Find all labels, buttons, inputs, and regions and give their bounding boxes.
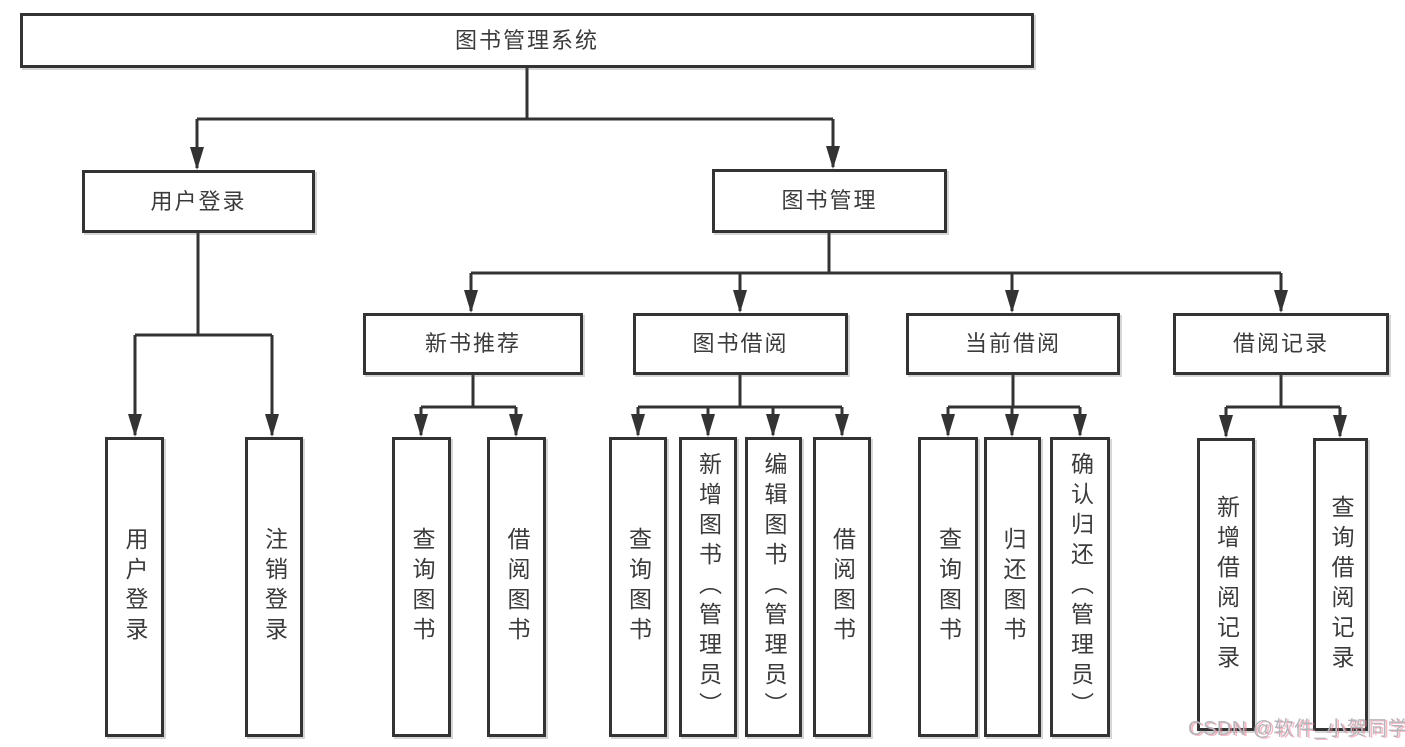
leaf-add-book-admin: 新增图书（管理员） xyxy=(679,437,737,737)
node-new-book-recommend: 新书推荐 xyxy=(363,313,583,375)
node-book-borrow: 图书借阅 xyxy=(633,313,848,375)
leaf-query-borrow-record: 查询借阅记录 xyxy=(1313,438,1368,731)
node-user-login: 用户登录 xyxy=(82,170,315,233)
node-borrow-records: 借阅记录 xyxy=(1173,313,1389,375)
leaf-confirm-return-admin: 确认归还（管理员） xyxy=(1050,437,1110,737)
leaf-add-borrow-record: 新增借阅记录 xyxy=(1197,438,1255,731)
leaf-logout: 注销登录 xyxy=(245,437,303,737)
leaf-query-book-current: 查询图书 xyxy=(918,437,978,737)
leaf-edit-book-admin: 编辑图书（管理员） xyxy=(745,437,802,737)
leaf-user-login: 用户登录 xyxy=(105,437,164,737)
leaf-return-book: 归还图书 xyxy=(984,437,1041,737)
leaf-query-book-borrow: 查询图书 xyxy=(609,437,667,737)
csdn-watermark: CSDN @软件_小贺同学 xyxy=(1188,718,1405,740)
leaf-borrow-book: 借阅图书 xyxy=(813,437,871,737)
node-root-system: 图书管理系统 xyxy=(20,13,1034,68)
leaf-query-book-recommend: 查询图书 xyxy=(392,437,451,737)
node-book-management: 图书管理 xyxy=(712,169,947,233)
leaf-borrow-book-recommend: 借阅图书 xyxy=(487,437,546,737)
node-current-borrow: 当前借阅 xyxy=(906,313,1120,375)
